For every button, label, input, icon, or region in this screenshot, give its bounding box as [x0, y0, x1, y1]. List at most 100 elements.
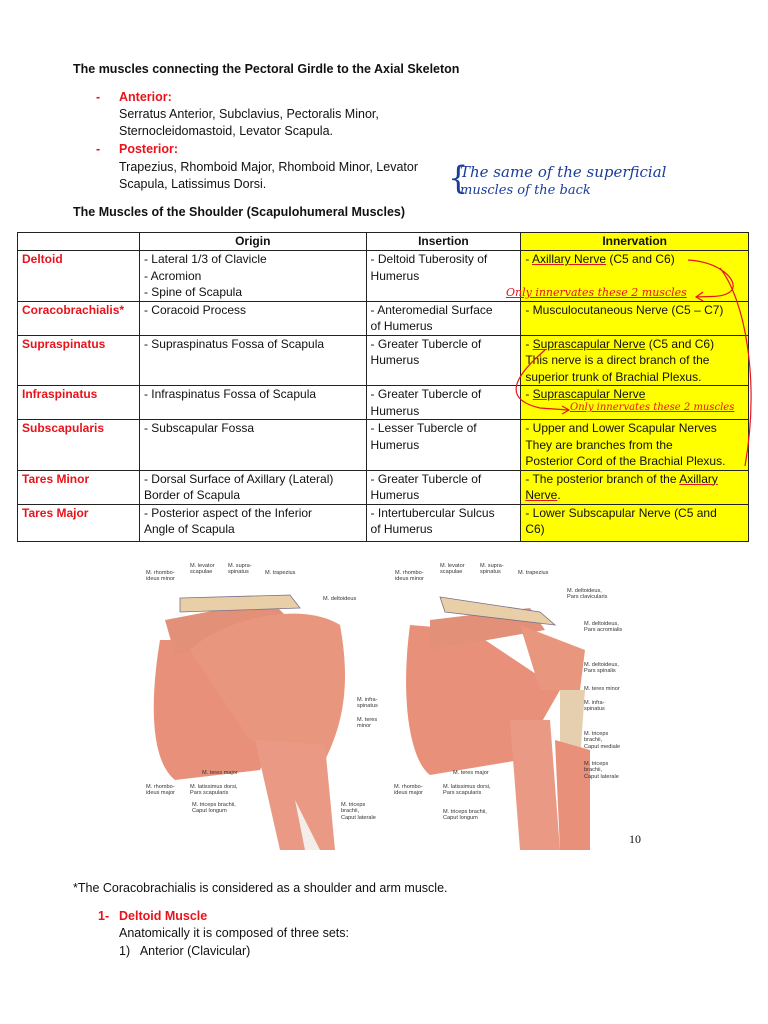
figure-label: M. deltoideus, Pars acromialis: [584, 621, 623, 634]
innervation-text: - Upper and Lower Scapular Nerves: [525, 421, 717, 435]
figure-label: M. rhombo- ideus major: [146, 784, 175, 797]
insertion-line: Humerus: [370, 353, 420, 367]
origin-cell: - Dorsal Surface of Axillary (Lateral)Bo…: [138, 469, 367, 505]
figure-label: M. infra- spinatus: [357, 697, 378, 710]
origin-cell: - Lateral 1/3 of Clavicle- Acromion- Spi…: [138, 250, 367, 302]
muscle-name: Tares Major: [17, 503, 140, 542]
innervation-note: Posterior Cord of the Brachial Plexus.: [525, 454, 726, 468]
figure-label: M. teres minor: [357, 717, 378, 730]
footnote: *The Coracobrachialis is considered as a…: [73, 881, 448, 895]
innervation-text: - Lower Subscapular Nerve (C5 and: [525, 505, 717, 520]
origin-line: - Dorsal Surface of Axillary (Lateral): [143, 471, 334, 486]
origin-cell: - Supraspinatus Fossa of Scapula: [138, 334, 367, 386]
figure-label: M. supra- spinatus: [228, 563, 252, 576]
figure-label: M. rhombo- ideus major: [394, 784, 423, 797]
origin-cell: - Subscapular Fossa: [138, 419, 367, 471]
figure-label: M. teres major: [202, 770, 238, 776]
arrow-head-icon: [561, 405, 571, 415]
figure-label: M. deltoideus, Pars clavicularis: [567, 588, 608, 601]
insertion-line: Humerus: [370, 488, 420, 502]
insertion-line: - Intertubercular Sulcus: [370, 505, 495, 520]
section-number: 1-: [98, 909, 110, 923]
section-text: Anatomically it is composed of three set…: [119, 926, 349, 940]
figure-label: M. trapezius: [518, 570, 549, 576]
muscle-name: Deltoid: [17, 250, 140, 302]
handnote-red-2: Only innervates these 2 muscles: [570, 402, 735, 413]
insertion-line: Humerus: [370, 403, 420, 418]
handnote-red-1: Only innervates these 2 muscles: [506, 286, 687, 299]
header-muscle: [17, 232, 140, 251]
insertion-line: - Greater Tubercle of: [370, 387, 482, 401]
figure-label: M. latissimus dorsi, Pars scapularis: [190, 784, 238, 797]
figure-label: M. deltoideus, Pars spinalis: [584, 662, 619, 675]
origin-line: - Coracoid Process: [143, 302, 246, 317]
figure-label: M. triceps brachii, Caput laterale: [341, 802, 376, 821]
posterior-muscles-line2: Scapula, Latissimus Dorsi.: [119, 177, 267, 191]
table-row: Subscapularis - Subscapular Fossa - Less…: [17, 419, 749, 471]
insertion-line: - Deltoid Tuberosity of: [370, 252, 488, 266]
origin-line: - Posterior aspect of the Inferior: [143, 505, 313, 520]
bracket-line: [719, 267, 752, 467]
figure-label: M. latissimus dorsi, Pars scapularis: [443, 784, 491, 797]
innervation-text: - The posterior branch of the: [525, 471, 680, 486]
innervation-cell: - Suprascapular Nerve (C5 and C6)This ne…: [520, 334, 749, 386]
table-row: Tares Major - Posterior aspect of the In…: [17, 503, 749, 542]
header-insertion: Insertion: [365, 232, 522, 251]
insertion-line: - Greater Tubercle of: [370, 471, 482, 486]
innervation-nerve-underlined: Axillary: [679, 471, 718, 486]
figure-page-number: 10: [629, 832, 641, 846]
innervation-note: C6): [525, 522, 545, 536]
innervation-text: .: [557, 488, 561, 502]
handwritten-brace-icon: {: [448, 159, 469, 197]
list-item: 1) Anterior (Clavicular): [119, 944, 251, 958]
left-figure-posterior-shoulder: [153, 594, 345, 850]
anterior-muscles-line2: Sternocleidomastoid, Levator Scapula.: [119, 124, 334, 138]
figure-label: M. supra- spinatus: [480, 563, 504, 576]
insertion-cell: - Greater Tubercle of Humerus: [365, 469, 522, 505]
anterior-muscles-line1: Serratus Anterior, Subclavius, Pectorali…: [119, 107, 379, 121]
header-origin: Origin: [138, 232, 367, 251]
figure-label: M. triceps brachii, Caput longum: [192, 802, 236, 815]
muscle-name: Coracobrachialis*: [17, 300, 140, 336]
table-row: Supraspinatus - Supraspinatus Fossa of S…: [17, 334, 749, 386]
deltoid-remnant-shape: [520, 625, 585, 690]
handnote-blue-line2: muscles of the back: [460, 183, 591, 198]
innervation-text: (C5 and C6): [645, 336, 715, 351]
innervation-note: This nerve is a direct branch of the: [525, 353, 710, 367]
figure-label: M. deltoideus: [323, 596, 357, 602]
innervation-cell: - Musculocutaneous Nerve (C5 – C7): [520, 300, 749, 336]
section-title: Deltoid Muscle: [119, 909, 208, 923]
handnote-blue-line1: The same of the superficial: [460, 163, 667, 181]
table-row: Coracobrachialis* - Coracoid Process - A…: [17, 300, 749, 336]
innervation-text: - Musculocutaneous Nerve (C5 – C7): [525, 302, 724, 317]
arrow-curve: [515, 349, 569, 411]
right-figure-deep-shoulder: [406, 596, 590, 850]
arrow-curve: [687, 259, 734, 298]
innervation-cell: - Suprascapular Nerve: [520, 385, 749, 420]
innervation-text: -: [525, 252, 532, 266]
figure-label: M. rhombo- ideus minor: [146, 570, 175, 583]
figure-label: M. teres minor: [584, 686, 620, 692]
deltoid-shape: [190, 613, 345, 760]
shoulder-muscles-table: Origin Insertion Innervation Deltoid - L…: [17, 232, 749, 542]
origin-line: - Acromion: [143, 268, 202, 283]
origin-line: - Supraspinatus Fossa of Scapula: [143, 336, 325, 351]
figure-label: M. triceps brachii, Caput laterale: [584, 761, 619, 780]
heading-pectoral-girdle: The muscles connecting the Pectoral Gird…: [73, 62, 460, 76]
insertion-cell: - Greater Tubercle of Humerus: [365, 385, 522, 420]
arrow-head-icon: [694, 291, 704, 302]
insertion-line: - Greater Tubercle of: [370, 336, 482, 351]
figure-label: M. trapezius: [265, 570, 296, 576]
bullet-dash: -: [96, 90, 101, 104]
figure-label: M. triceps brachii, Caput mediale: [584, 731, 621, 750]
innervation-nerve-underlined: Suprascapular Nerve: [532, 336, 646, 351]
innervation-nerve-underlined: Nerve: [525, 488, 558, 502]
innervation-nerve-underlined: Axillary Nerve: [532, 252, 607, 266]
